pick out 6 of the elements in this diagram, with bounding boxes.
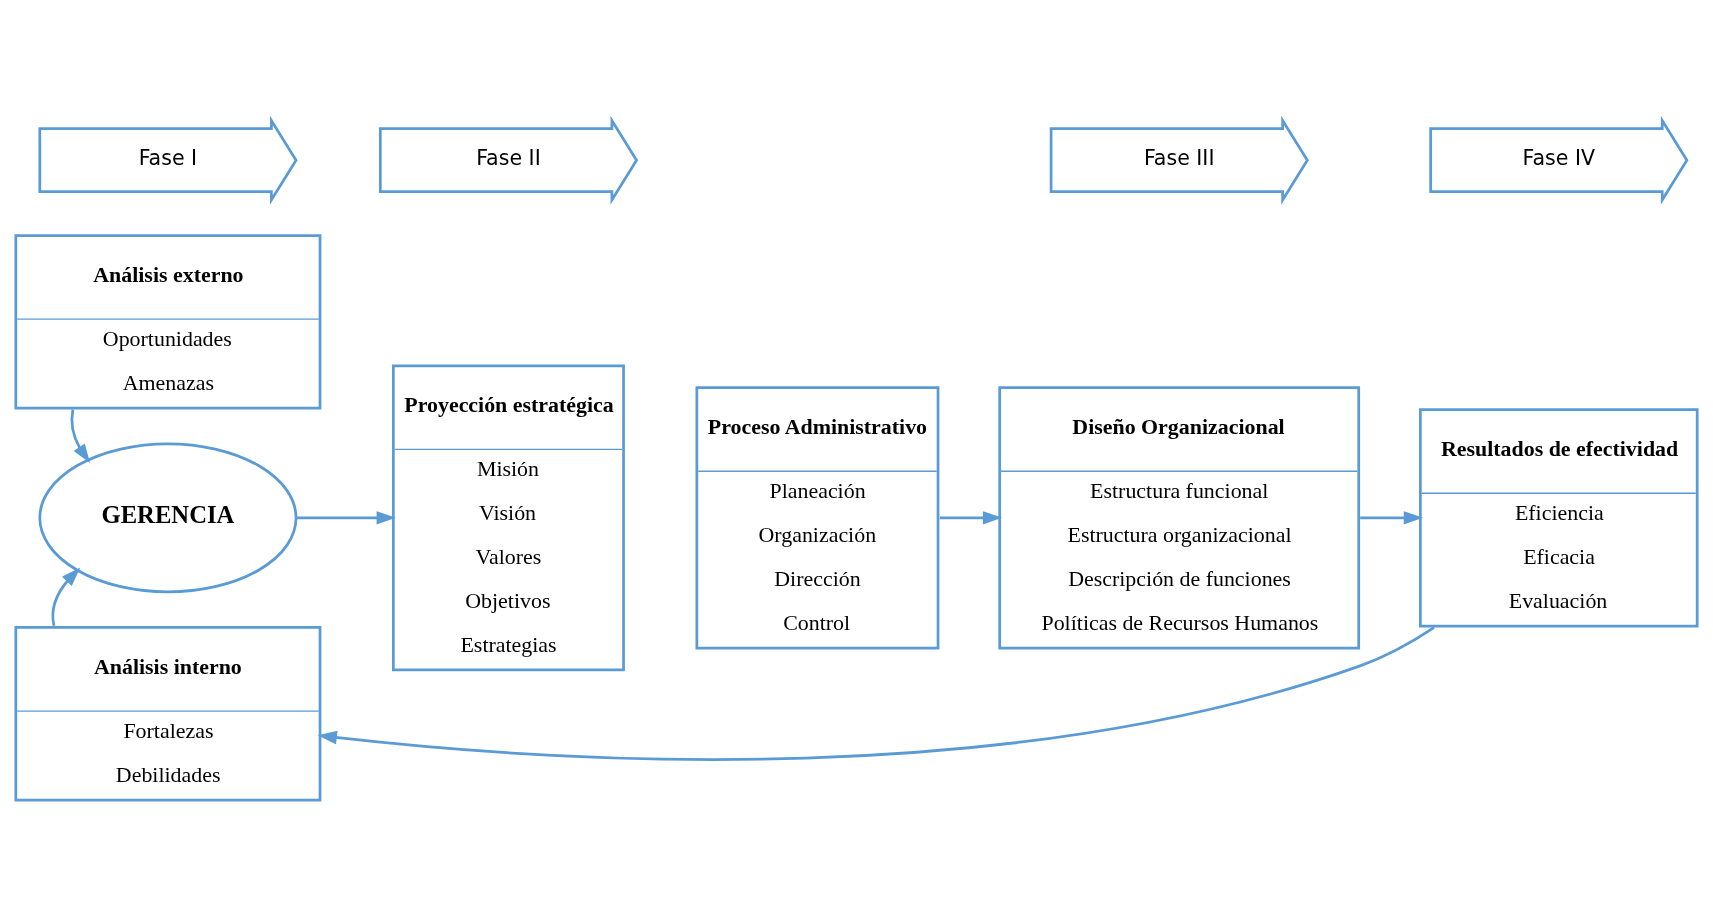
- arrow: [51, 567, 81, 626]
- arrow: [317, 625, 1435, 761]
- arrow: [939, 510, 1003, 525]
- arrow: [1360, 510, 1423, 525]
- arrow: [296, 510, 396, 525]
- arrow: [70, 408, 91, 463]
